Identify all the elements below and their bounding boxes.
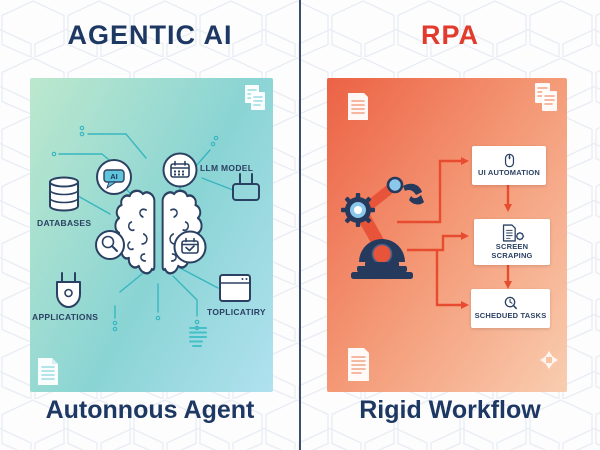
calendar-icon	[162, 152, 198, 188]
llm-model-label: LLM MODEL	[200, 163, 254, 173]
mouse-icon	[504, 153, 514, 168]
rpa-panel: UI AUTOMATION SCREEN SCRAPING SCHEDUED T…	[327, 78, 567, 392]
documents-icon	[535, 83, 557, 111]
ui-automation-box: UI AUTOMATION	[472, 146, 546, 185]
ai-bubble-text: AI	[110, 172, 118, 181]
ui-automation-label: UI AUTOMATION	[477, 168, 541, 178]
flow-arrows	[397, 157, 512, 309]
gear-icon	[341, 193, 375, 227]
rpa-title: RPA	[420, 20, 479, 50]
toplicatiry-label: TOPLICATIRY	[207, 307, 266, 317]
document-icon	[38, 358, 58, 385]
ai-chat-icon: AI	[96, 159, 132, 195]
documents-icon	[245, 85, 265, 110]
document-icon	[348, 93, 368, 120]
plug-icon	[56, 272, 81, 308]
center-divider	[299, 0, 301, 450]
database-icon	[49, 176, 79, 212]
connector-icon	[232, 173, 260, 201]
browser-icon	[219, 274, 251, 302]
scheduled-tasks-box: SCHEDUED TASKS	[471, 289, 550, 328]
rpa-caption: Rigid Workflow	[359, 396, 541, 424]
screen-scraping-label: SCREEN SCRAPING	[491, 241, 533, 260]
applications-label: APPLICATIONS	[32, 312, 99, 322]
magnifier-icon	[95, 230, 125, 260]
document-icon	[348, 348, 369, 381]
agentic-ai-caption: Autonnous Agent	[45, 396, 255, 424]
agentic-ai-panel: AI	[30, 78, 273, 392]
clock-search-icon	[504, 296, 517, 310]
agentic-ai-title: AGENTIC AI	[67, 20, 233, 50]
screen-scraping-box: SCREEN SCRAPING	[474, 219, 550, 265]
scheduled-tasks-label: SCHEDUED TASKS	[474, 311, 547, 321]
expand-icon	[540, 351, 558, 369]
agentic-ai-illustration: AI	[38, 85, 265, 385]
databases-label: DATABASES	[37, 218, 92, 228]
claw-icon	[403, 183, 424, 205]
calendar-check-icon	[173, 230, 207, 264]
document-gear-icon	[502, 224, 525, 242]
rpa-illustration	[341, 83, 558, 381]
text-lines-icon	[189, 327, 207, 347]
robot-arm-icon	[341, 176, 424, 279]
